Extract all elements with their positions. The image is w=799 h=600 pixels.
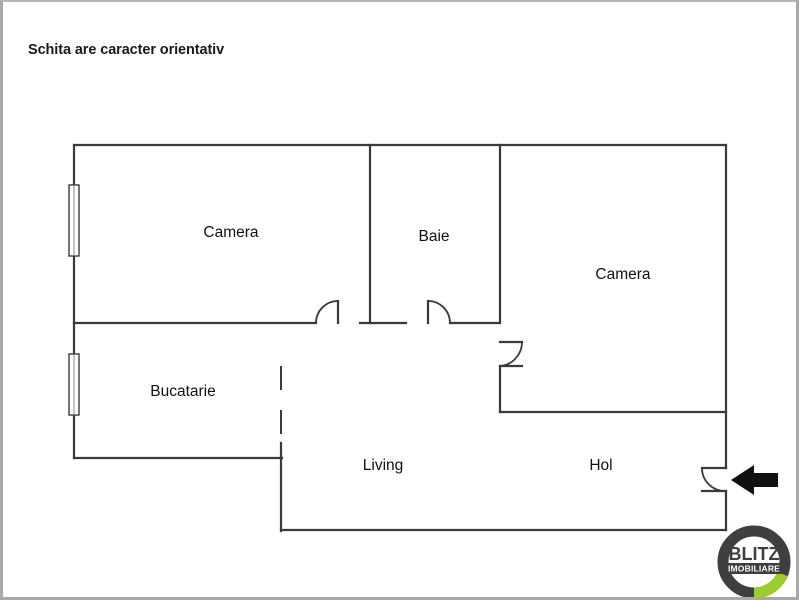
logo-secondary-text: IMOBILIARE [728,564,780,574]
room-label-living: Living [363,457,404,474]
brand-logo: BLITZ IMOBILIARE [712,525,796,599]
door-arc-baie [427,300,451,324]
logo-inner-disc [729,537,779,587]
windows-group [68,184,80,416]
door-arc-entrance [701,467,727,492]
floor-plan-drawing: Camera Baie Camera Bucatarie Living Hol [68,143,778,533]
logo-ring [717,525,791,599]
drawing-canvas: Schita are caracter orientativ [3,2,796,599]
room-label-bucatarie: Bucatarie [150,383,215,400]
room-label-camera-1: Camera [203,224,259,241]
walls-group [72,143,728,533]
logo-accent-arc [753,571,788,599]
door-arcs-group [315,300,727,492]
blitz-logo-svg: BLITZ IMOBILIARE [717,525,791,599]
door-arc-camera-1 [315,300,339,324]
entrance-arrow [731,465,778,495]
page-title: Schita are caracter orientativ [28,42,225,58]
room-labels-group: Camera Baie Camera Bucatarie Living Hol [150,224,651,474]
room-label-baie: Baie [418,228,449,245]
logo-primary-text: BLITZ [729,544,780,564]
room-label-hol: Hol [589,457,612,474]
logo-band [724,563,784,574]
room-label-camera-2: Camera [595,266,651,283]
door-arc-camera-2 [499,341,523,367]
